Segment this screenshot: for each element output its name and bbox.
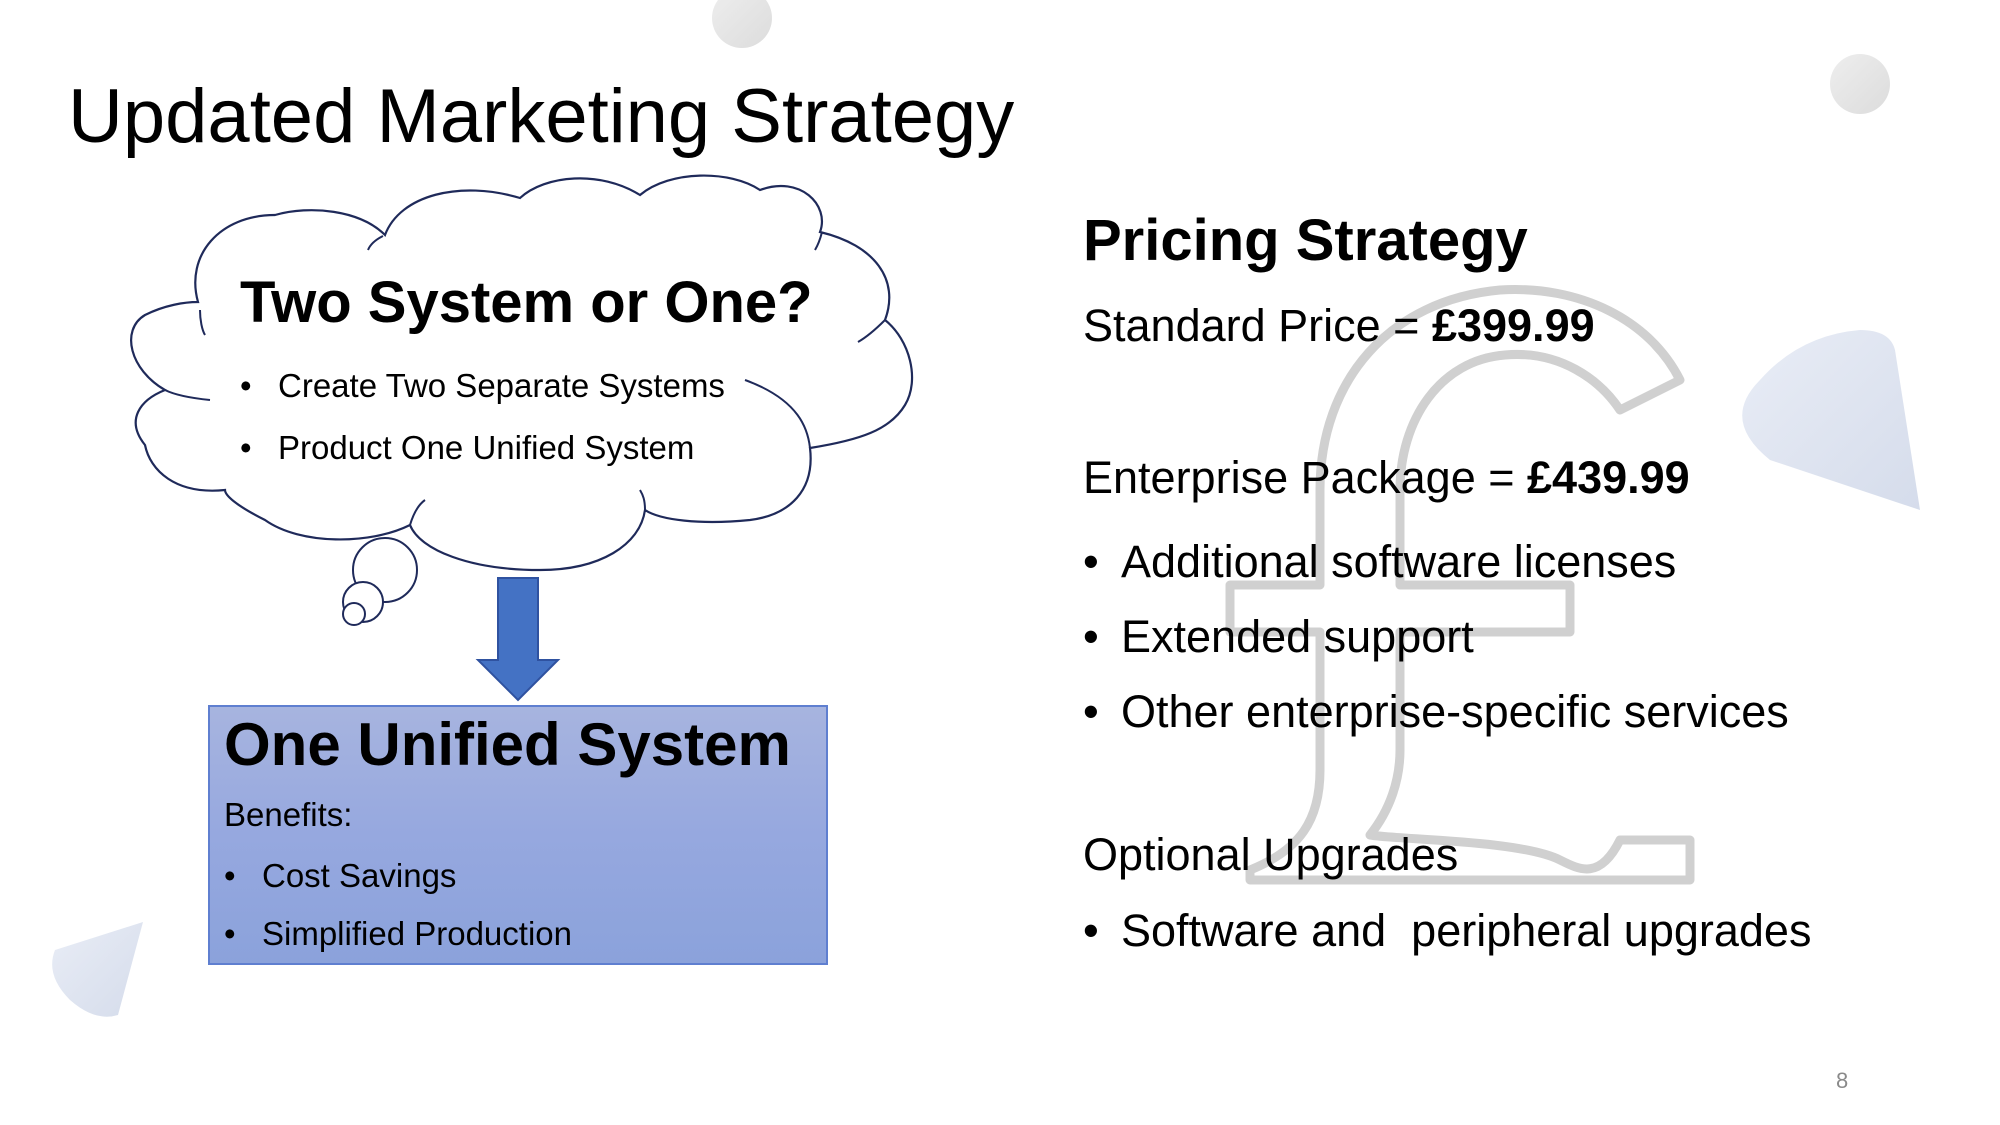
cloud-detail-line: [744, 379, 811, 449]
decorative-cone: [52, 922, 144, 1017]
standard-price-label: Standard Price =: [1083, 300, 1432, 351]
cloud-detail-line: [164, 389, 211, 401]
cloud-option-list: Create Two Separate Systems Product One …: [240, 355, 725, 479]
unified-system-title: One Unified System: [224, 711, 791, 778]
list-item: Extended support: [1083, 599, 1789, 674]
benefits-list: Cost Savings Simplified Production: [224, 847, 572, 963]
cloud-detail-line: [409, 499, 426, 526]
optional-upgrades-label: Optional Upgrades: [1083, 829, 1459, 880]
list-item: Create Two Separate Systems: [240, 355, 725, 417]
list-item: Simplified Production: [224, 905, 572, 963]
list-item: Software and peripheral upgrades: [1083, 903, 1811, 959]
standard-price-value: £399.99: [1431, 300, 1595, 351]
decorative-circle: [712, 0, 772, 48]
cloud-detail-line: [639, 489, 646, 511]
enterprise-price-line: Enterprise Package = £439.99: [1083, 450, 1690, 506]
benefits-label: Benefits:: [224, 796, 353, 833]
list-item: Additional software licenses: [1083, 524, 1789, 599]
thought-bubble: [342, 602, 366, 626]
slide-title: Updated Marketing Strategy: [68, 74, 1015, 159]
cloud-heading: Two System or One?: [240, 270, 813, 335]
enterprise-price-label: Enterprise Package =: [1083, 452, 1528, 503]
enterprise-features-list: Additional software licenses Extended su…: [1083, 524, 1789, 749]
decorative-cone: [1742, 330, 1920, 510]
standard-price-line: Standard Price = £399.99: [1083, 298, 1595, 354]
unified-system-box: One Unified System Benefits: Cost Saving…: [208, 705, 828, 965]
cloud-detail-line: [814, 231, 823, 251]
pound-sign-icon: [1225, 285, 1695, 885]
list-item: Product One Unified System: [240, 417, 725, 479]
upgrades-list: Software and peripheral upgrades: [1083, 903, 1811, 959]
cloud-detail-line: [199, 309, 206, 336]
page-number: 8: [1836, 1068, 1849, 1093]
decorative-circle: [1830, 54, 1890, 114]
enterprise-price-value: £439.99: [1527, 452, 1690, 503]
list-item: Cost Savings: [224, 847, 572, 905]
pricing-heading: Pricing Strategy: [1083, 208, 1528, 273]
list-item: Other enterprise-specific services: [1083, 674, 1789, 749]
cloud-detail-line: [367, 235, 384, 251]
arrow-down-icon: [475, 577, 561, 702]
cloud-detail-line: [857, 319, 886, 343]
